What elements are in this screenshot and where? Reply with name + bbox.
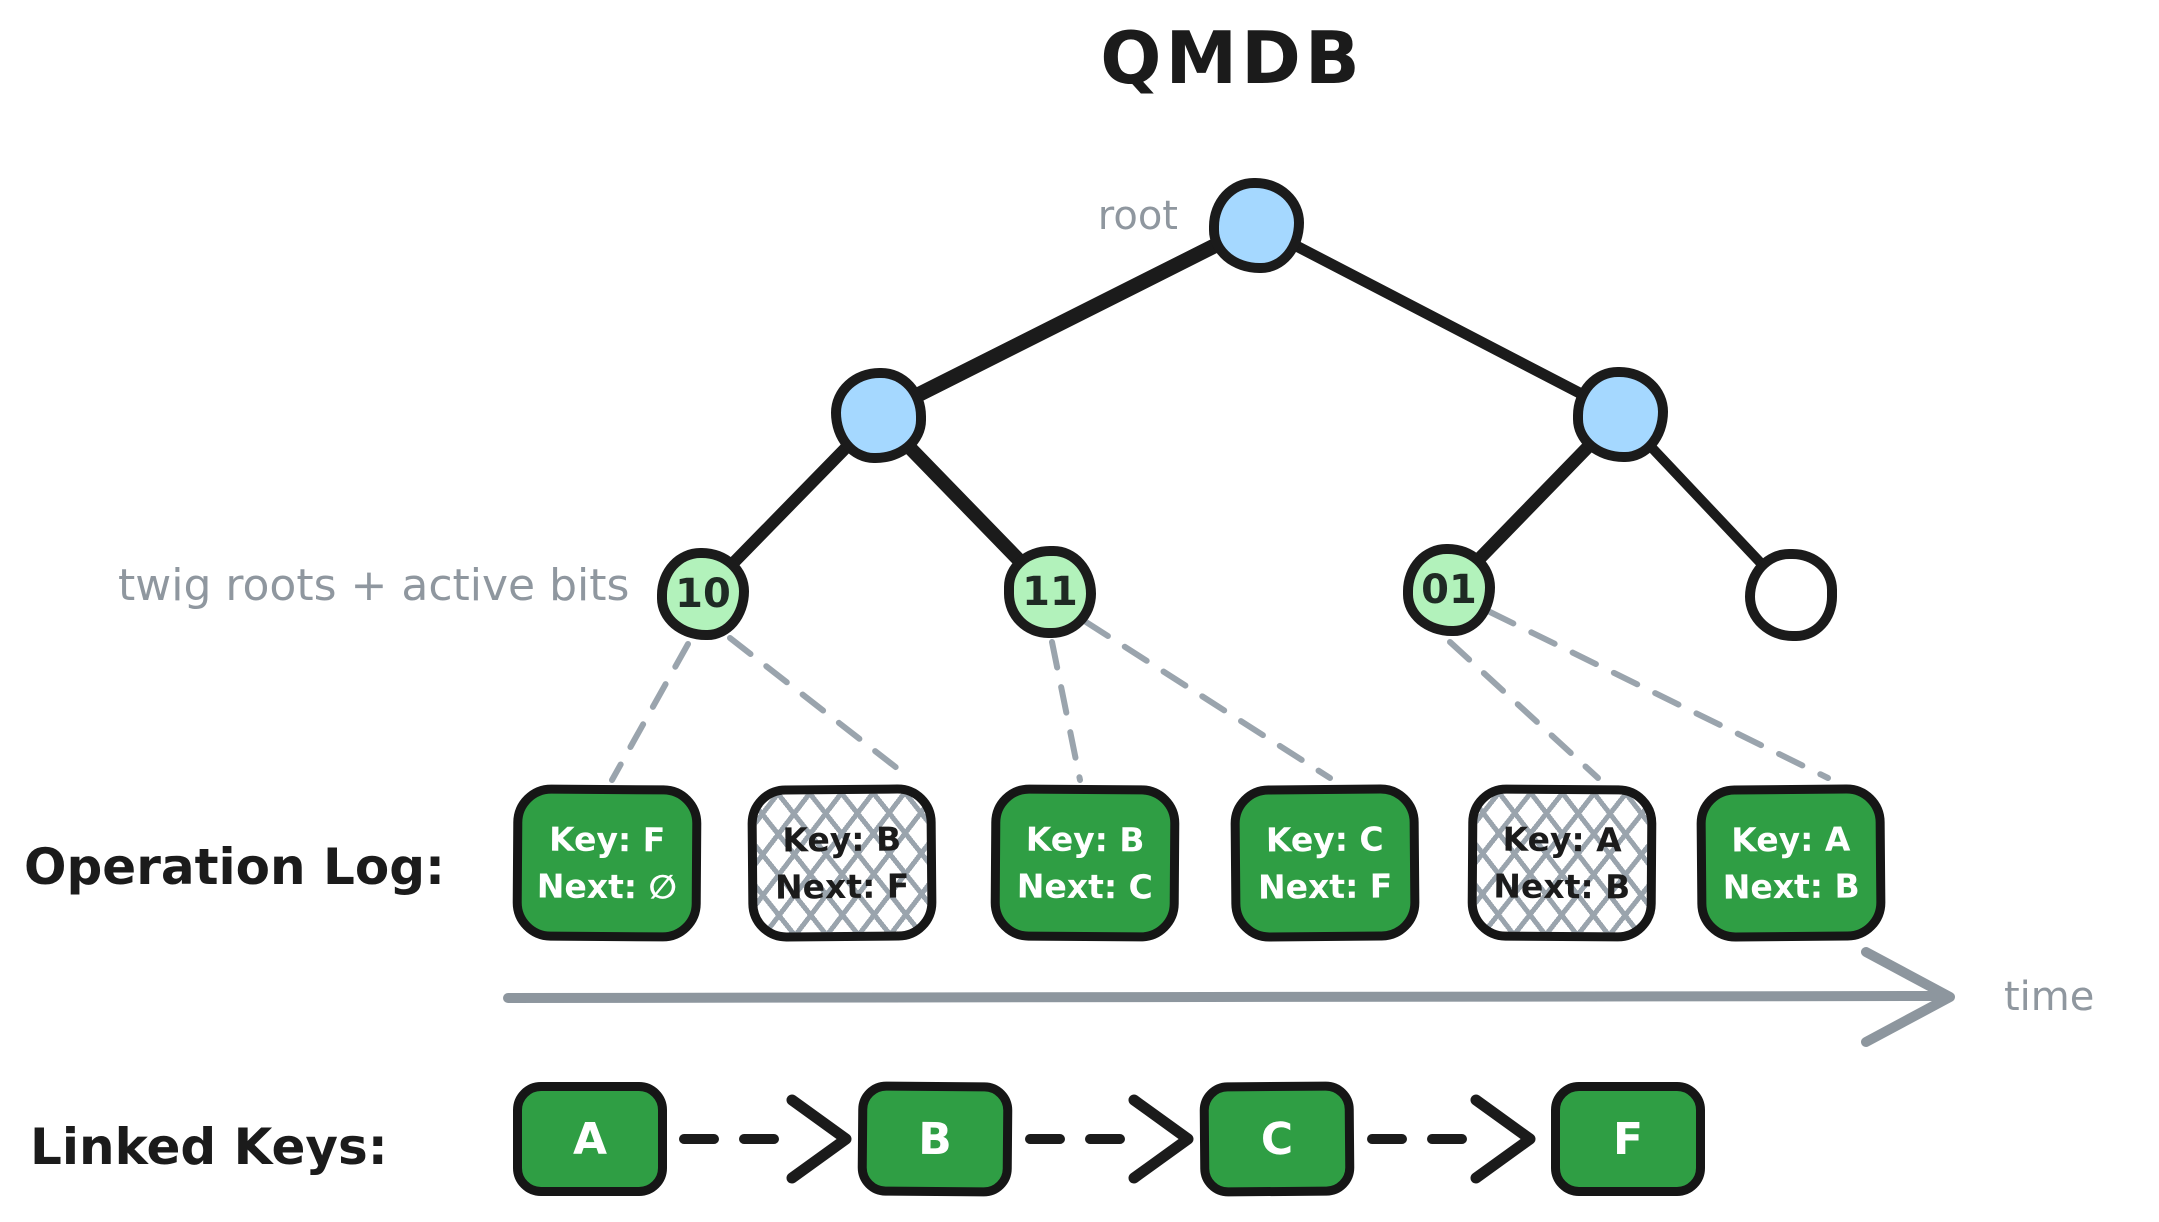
twig-node-10-label: 10: [675, 571, 731, 617]
op-log-entry-5-stale: Key: A Next: B: [1467, 784, 1657, 942]
linked-key-c-label: C: [1260, 1113, 1294, 1165]
op-log-entry-6: Key: A Next: B: [1696, 784, 1886, 942]
linked-keys-label: Linked Keys:: [30, 1118, 388, 1176]
op-log-entry-2-stale: Key: B Next: F: [747, 784, 937, 942]
op-key: Key: B: [1025, 819, 1145, 860]
root-node: [1209, 178, 1304, 273]
linked-key-node-b: B: [857, 1081, 1013, 1197]
op-key: Key: C: [1265, 819, 1384, 860]
twig-roots-label: twig roots + active bits: [118, 560, 630, 611]
twig-to-log-connectors: [609, 609, 1831, 783]
op-next: Next: ∅: [536, 866, 677, 907]
op-key: Key: A: [1731, 819, 1851, 860]
twig-node-11-label: 11: [1022, 569, 1078, 615]
op-next: Next: B: [1493, 866, 1631, 907]
operation-log-label: Operation Log:: [24, 838, 445, 896]
linked-key-a-label: A: [572, 1113, 608, 1165]
op-next: Next: C: [1016, 866, 1153, 907]
op-log-entry-3: Key: B Next: C: [990, 784, 1180, 942]
linked-key-b-label: B: [917, 1113, 952, 1165]
twig-node-empty: [1745, 549, 1837, 641]
op-key: Key: A: [1502, 819, 1622, 860]
op-key: Key: B: [782, 819, 902, 860]
internal-node-right: [1573, 367, 1668, 462]
op-log-entry-4: Key: C Next: F: [1230, 784, 1420, 942]
twig-node-01-label: 01: [1421, 567, 1477, 613]
op-key: Key: F: [548, 819, 666, 860]
linked-key-node-a: A: [513, 1082, 667, 1196]
op-next: Next: F: [1257, 866, 1393, 907]
root-node-label: root: [1097, 193, 1178, 239]
twig-node-10: 10: [657, 548, 749, 640]
page-title: QMDB: [1100, 16, 1364, 100]
op-next: Next: F: [774, 866, 910, 907]
linked-key-f-label: F: [1612, 1113, 1644, 1165]
twig-node-01: 01: [1403, 544, 1495, 636]
time-arrow: [503, 947, 1955, 1047]
internal-node-left: [831, 368, 926, 463]
op-log-entry-1: Key: F Next: ∅: [512, 784, 702, 942]
linked-key-node-f: F: [1551, 1082, 1705, 1196]
time-axis-label: time: [2004, 974, 2095, 1020]
linked-keys-arrows: [679, 1094, 1536, 1184]
op-next: Next: B: [1722, 866, 1860, 907]
linked-key-node-c: C: [1199, 1081, 1355, 1197]
twig-node-11: 11: [1004, 546, 1096, 638]
